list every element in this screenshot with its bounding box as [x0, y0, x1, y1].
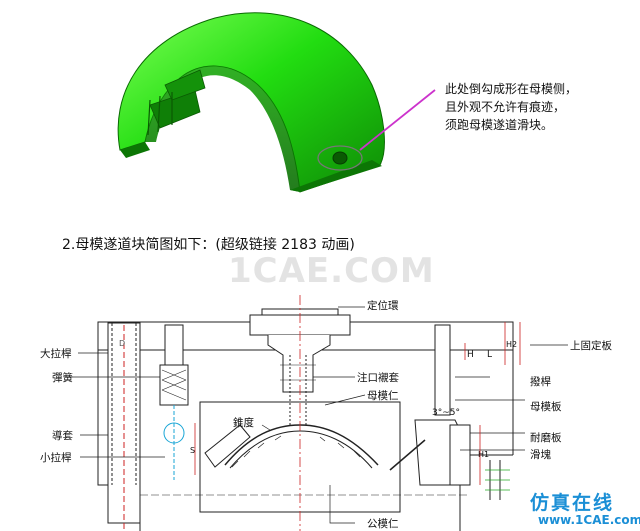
label-cavity-plate: 母模板 [530, 401, 562, 413]
note-line-1: 此处倒勾成形在母模侧， [445, 82, 578, 96]
dim-h1: H1 [478, 450, 490, 459]
note-line-3: 须跑母模遂道滑块。 [445, 118, 554, 132]
dim-h2: H2 [506, 340, 518, 349]
label-taper: 錐度 [233, 417, 254, 429]
label-spring: 彈簧 [52, 372, 73, 384]
part-hole [332, 151, 348, 165]
part-inner-surface [145, 66, 300, 192]
brand-site: www.1CAE.com [538, 513, 640, 527]
part-end-face [290, 160, 382, 192]
label-lever-rod: 撥桿 [530, 376, 551, 388]
leader-line [359, 89, 436, 151]
brand-name: 仿真在线 [530, 492, 615, 514]
label-big-pull-rod: 大拉桿 [40, 348, 72, 360]
label-top-plate: 上固定板 [570, 340, 612, 352]
mold-schematic [70, 295, 568, 531]
left-slider [204, 424, 251, 468]
label-guide-bush: 導套 [52, 430, 73, 442]
label-cavity-insert: 母模仁 [367, 390, 399, 402]
label-small-pull-rod: 小拉桿 [40, 452, 72, 464]
label-locating-ring: 定位環 [367, 300, 399, 312]
dim-d: D [119, 339, 126, 348]
section-heading: 2.母模遂道块简图如下：(超级链接 2183 动画) [62, 237, 355, 253]
watermark-1cae: 1CAE.COM [228, 251, 435, 291]
lever-rod [434, 324, 451, 416]
label-core-insert: 公模仁 [367, 518, 399, 530]
label-sprue-bush: 注口襯套 [357, 372, 399, 384]
dim-h: H [467, 350, 474, 360]
dim-l: L [487, 350, 493, 360]
dim-s: S [190, 446, 196, 455]
sprue-bush [267, 335, 331, 393]
wear-plate [449, 424, 471, 486]
highlight-ellipse [317, 145, 363, 171]
small-pull-rod [164, 324, 184, 366]
note-line-2: 且外观不允许有痕迹， [445, 100, 566, 114]
label-wear-plate: 耐磨板 [530, 432, 562, 444]
label-angle: 3°~5° [432, 408, 460, 418]
label-slider: 滑塊 [530, 449, 551, 461]
annotation-note: 此处倒勾成形在母模侧， 且外观不允许有痕迹， 须跑母模遂道滑块。 [445, 80, 635, 134]
green-part-illustration [117, 12, 436, 193]
